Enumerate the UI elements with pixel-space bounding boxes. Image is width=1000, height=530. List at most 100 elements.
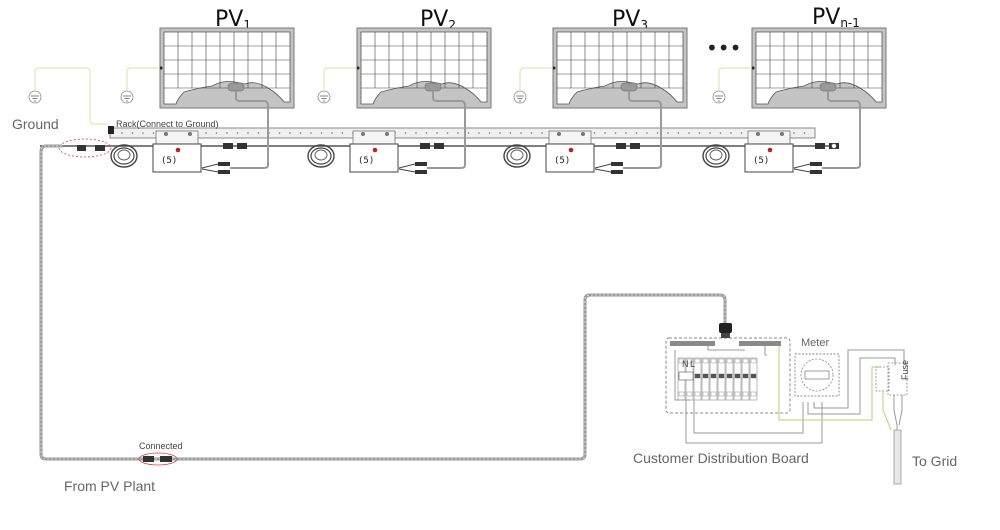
electric-meter bbox=[794, 353, 840, 397]
circuit-breaker bbox=[701, 357, 710, 401]
ground-label: Ground bbox=[12, 116, 59, 132]
junction-box bbox=[819, 82, 837, 92]
ground-wire bbox=[519, 67, 553, 90]
board-wiring bbox=[674, 346, 905, 444]
panel-title-pvn: PVn-1 bbox=[812, 5, 860, 30]
cable-coil-icon bbox=[702, 144, 730, 168]
connected-label: Connected bbox=[139, 441, 183, 451]
micro-inverter: (5) bbox=[349, 130, 399, 173]
circuit-breaker bbox=[717, 357, 726, 401]
rack-hole bbox=[719, 132, 722, 134]
rack-hole bbox=[509, 132, 512, 134]
svg-text:PVn-1: PVn-1 bbox=[812, 5, 860, 30]
rack-hole bbox=[677, 132, 680, 134]
rack-hole bbox=[247, 132, 249, 134]
end-cap-icon bbox=[831, 143, 837, 149]
ac-connector-icon bbox=[77, 145, 105, 151]
ground-lug bbox=[751, 66, 755, 70]
meter-label: Meter bbox=[801, 337, 829, 349]
rack-hole bbox=[520, 132, 522, 134]
inverter-body bbox=[349, 143, 399, 173]
rack-hole bbox=[131, 132, 134, 134]
rack-hole bbox=[142, 132, 144, 134]
fuse-label: Fuse bbox=[900, 360, 910, 380]
dc-connector-icon bbox=[594, 162, 623, 174]
rack-hole bbox=[709, 132, 711, 134]
breaker-l-label: L bbox=[690, 359, 695, 369]
rack-hole bbox=[446, 132, 449, 134]
fuse-box: Fuse bbox=[875, 360, 910, 396]
junction-box bbox=[227, 82, 245, 92]
ground-symbol-icon bbox=[317, 90, 331, 104]
rack-label: Rack(Connect to Ground) bbox=[116, 119, 219, 129]
panel-face bbox=[163, 31, 291, 105]
breaker-n-label: N bbox=[682, 359, 689, 369]
status-led-icon bbox=[767, 147, 773, 153]
dc-cable bbox=[822, 91, 861, 169]
rack-hole bbox=[667, 132, 669, 134]
ground-wire bbox=[323, 67, 357, 90]
status-led-icon bbox=[568, 147, 574, 153]
micro-inverter: (5) bbox=[744, 130, 794, 173]
rack-hole bbox=[730, 132, 732, 134]
rack-hole bbox=[478, 132, 480, 134]
bolt-icon bbox=[164, 132, 168, 136]
ground-lug bbox=[356, 66, 360, 70]
panel-face bbox=[556, 31, 684, 105]
ground-wire bbox=[718, 67, 752, 90]
circuit-breaker bbox=[693, 357, 702, 401]
rack-hole bbox=[299, 132, 302, 134]
rack-hole bbox=[236, 132, 239, 134]
rack-hole bbox=[289, 132, 291, 134]
ac-plug bbox=[719, 323, 732, 338]
panel-face bbox=[360, 31, 488, 105]
status-led-icon bbox=[372, 147, 378, 153]
rack-hole bbox=[152, 132, 155, 134]
rack-hole bbox=[614, 132, 617, 134]
inverter-label: (5) bbox=[161, 156, 177, 166]
solar-panel-pv2 bbox=[356, 27, 492, 109]
bolt-icon bbox=[780, 132, 784, 136]
rack-hole bbox=[488, 132, 491, 134]
junction-box bbox=[424, 82, 442, 92]
rack-hole bbox=[457, 132, 459, 134]
junction-box bbox=[620, 82, 638, 92]
to-grid-label: To Grid bbox=[912, 453, 957, 469]
micro-inverter: (5) bbox=[545, 130, 595, 173]
inverter-label: (5) bbox=[554, 156, 570, 166]
rack-hole bbox=[499, 132, 501, 134]
ellipsis: ••• bbox=[706, 36, 741, 60]
rack-hole bbox=[257, 132, 260, 134]
bolt-icon bbox=[361, 132, 365, 136]
cable-coil-icon bbox=[110, 144, 138, 168]
rack-hole bbox=[541, 132, 543, 134]
solar-panel-pv1 bbox=[159, 27, 295, 109]
inverter-label: (5) bbox=[753, 156, 769, 166]
grid-cable bbox=[882, 391, 903, 485]
ground-symbol-icon bbox=[120, 90, 134, 104]
dc-connector-icon bbox=[201, 162, 230, 174]
solar-panel-pv3 bbox=[552, 27, 688, 109]
main-ac-cable bbox=[39, 144, 727, 461]
rack-hole bbox=[635, 132, 638, 134]
circuit-breaker bbox=[725, 357, 734, 401]
rack-hole bbox=[226, 132, 228, 134]
rack-hole bbox=[803, 132, 806, 134]
status-led-icon bbox=[175, 147, 181, 153]
panel-face bbox=[755, 31, 883, 105]
rack-hole bbox=[625, 132, 627, 134]
micro-inverter: (5) bbox=[152, 130, 202, 173]
rack-hole bbox=[278, 132, 281, 134]
rack-hole bbox=[698, 132, 701, 134]
rack-hole bbox=[205, 132, 207, 134]
solar-panel-pvn bbox=[751, 27, 887, 109]
customer-board-label: Customer Distribution Board bbox=[633, 450, 809, 466]
bolt-icon bbox=[557, 132, 561, 136]
ground-lug bbox=[552, 66, 556, 70]
circuit-breaker bbox=[709, 357, 718, 401]
circuit-breaker bbox=[749, 357, 758, 401]
ac-connector-icon bbox=[420, 143, 444, 149]
rack-hole bbox=[793, 132, 795, 134]
rack-hole bbox=[341, 132, 344, 134]
